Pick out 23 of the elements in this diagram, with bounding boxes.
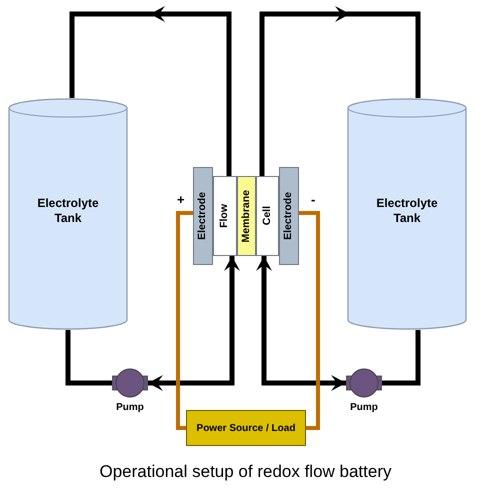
electrode-plate: Electrode <box>279 167 299 265</box>
power-source-box: Power Source / Load <box>186 410 306 446</box>
caption: Operational setup of redox flow battery <box>98 461 392 483</box>
pipe <box>66 330 112 386</box>
polarity-sign: + <box>177 193 185 206</box>
wire <box>176 211 193 430</box>
flow-arrow <box>70 6 232 176</box>
tank-label: Electrolyte Tank <box>36 196 100 226</box>
membrane: Membrane <box>237 176 256 256</box>
pump-label: Pump <box>115 401 145 415</box>
pump-symbol <box>112 367 148 399</box>
polarity-sign: - <box>311 193 316 206</box>
flow-cell-chamber: Cell <box>256 176 279 256</box>
flow-arrow <box>148 256 240 391</box>
electrode-plate: Electrode <box>193 167 213 265</box>
pump-symbol <box>346 367 382 399</box>
tank-label: Electrolyte Tank <box>375 196 439 226</box>
pump-label: Pump <box>349 401 379 415</box>
flow-cell-chamber: Flow <box>213 176 237 256</box>
flow-arrow <box>256 256 346 391</box>
flow-arrow <box>260 6 420 176</box>
wire <box>299 211 320 430</box>
pipe <box>382 330 420 386</box>
